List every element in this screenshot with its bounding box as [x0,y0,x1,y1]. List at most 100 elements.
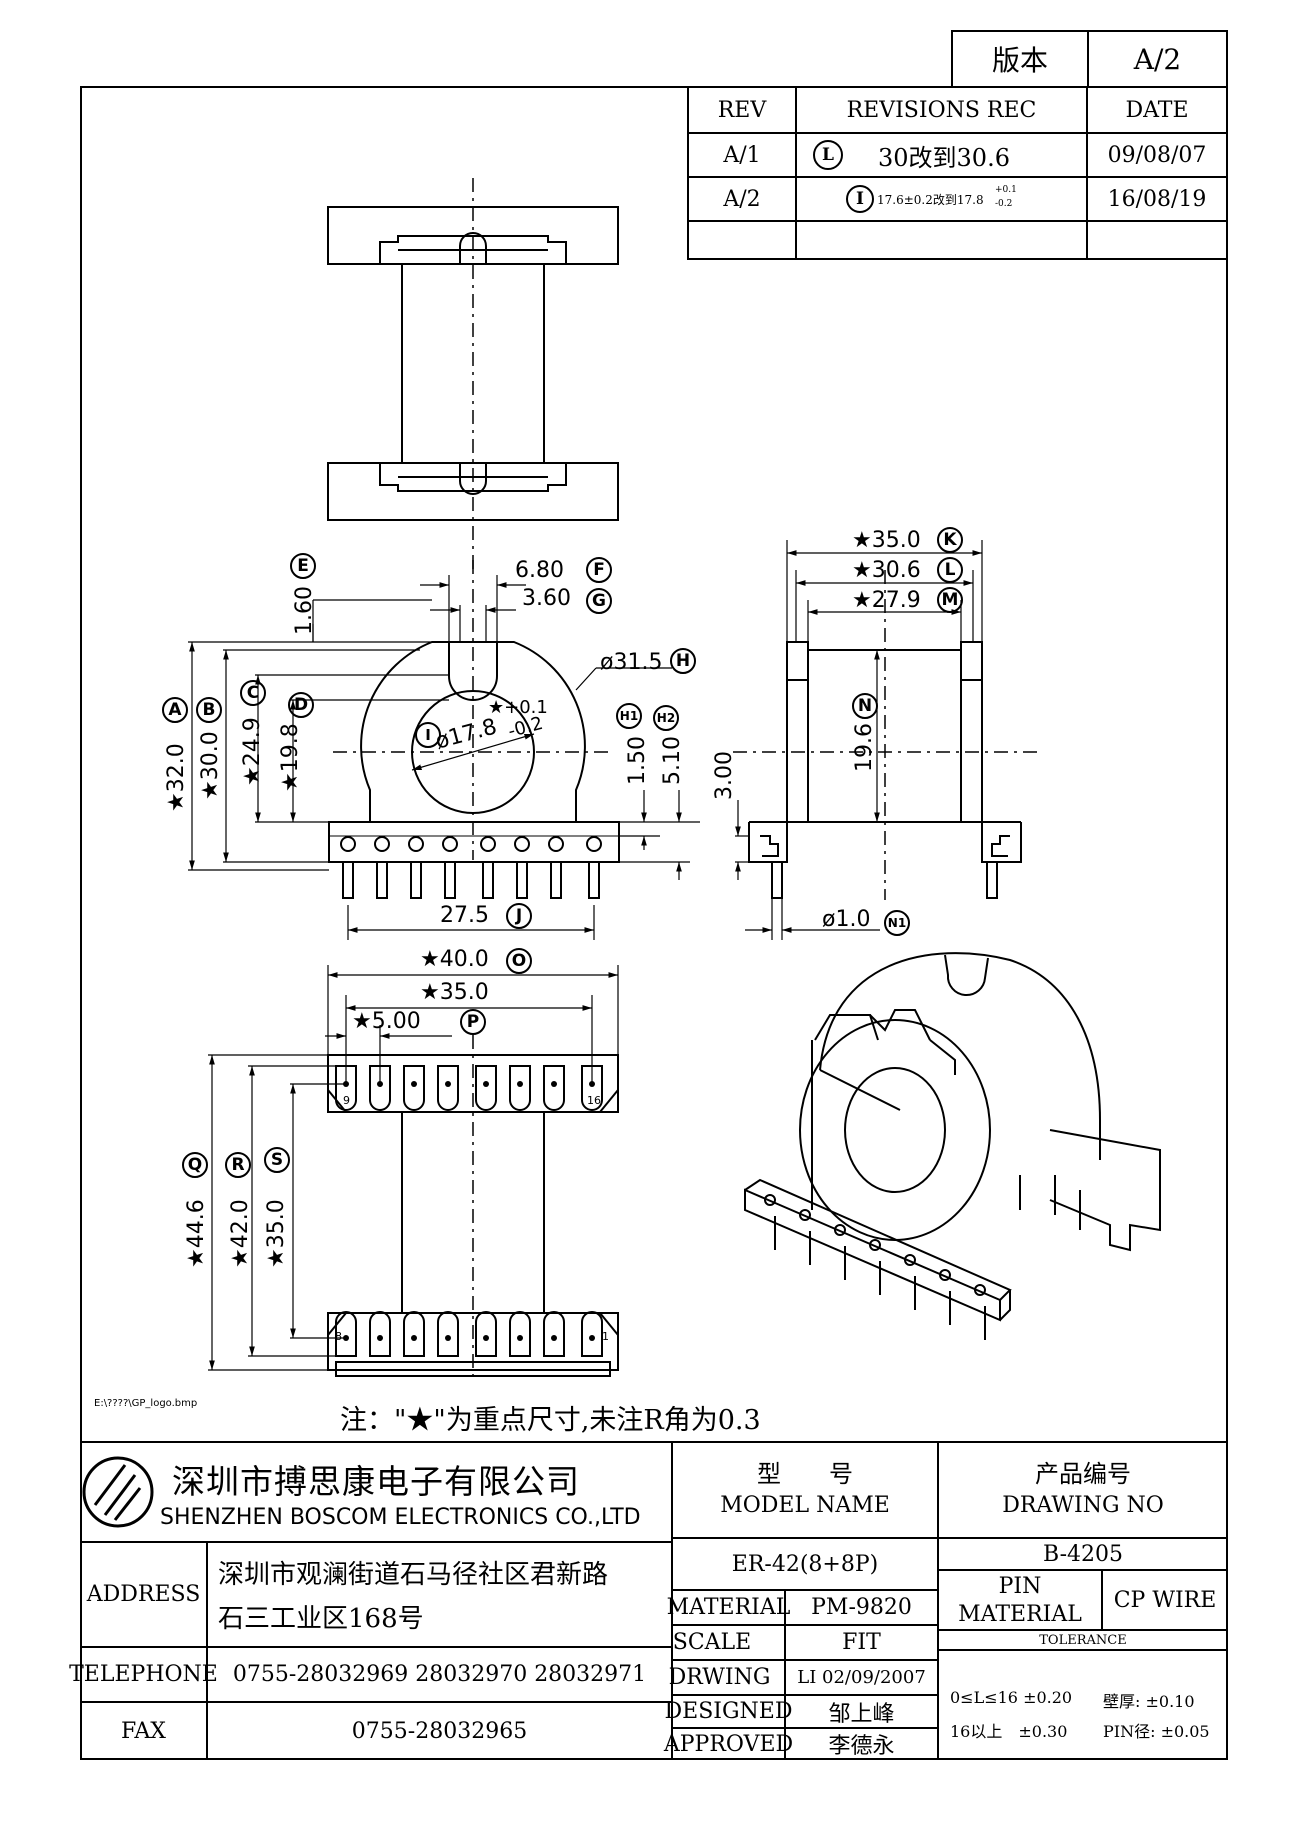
dim-H: ø31.5 [600,650,663,675]
revisions-table: REV REVISIONS REC DATE A/1 L 30改到30.6 09… [687,86,1228,260]
pin-material-label-1: PIN [998,1573,1042,1599]
pin-material-value: CP WIRE [1113,1587,1217,1613]
marker-S: S [264,1147,290,1173]
designed-value: 邹上峰 [828,1701,895,1727]
date-header: DATE [1125,97,1189,123]
pin-number-9: 9 [343,1094,350,1107]
drawing-frame [80,86,1228,1760]
dim-N: 19.6 [852,723,877,772]
rev-header: REV [717,97,767,123]
marker-M: M [937,587,963,613]
marker-I: I [415,722,441,748]
marker-C: C [240,680,266,706]
dim-O2: ★35.0 [420,980,489,1005]
front-dimensions [188,575,700,940]
dim-N1: ø1.0 [822,907,871,932]
side-view [733,570,1040,900]
dim-H1: 1.50 [625,736,650,785]
address-line2: 石三工业区168号 [218,1604,424,1634]
model-label-en: MODEL NAME [720,1492,890,1518]
marker-O: O [506,948,532,974]
dim-S: ★35.0 [264,1199,289,1268]
marker-R: R [225,1152,251,1178]
drwing-label: DRWING [668,1665,771,1690]
rev-2: A/2 [723,186,761,212]
dim-G: 3.60 [522,586,571,611]
dim-H2: 5.10 [660,736,685,785]
marker-K: K [937,527,963,553]
marker-F: F [586,557,612,583]
material-value: PM-9820 [811,1595,912,1620]
tolerance-label: TOLERANCE [1039,1632,1127,1648]
marker-P: P [460,1009,486,1035]
pin-number-16: 16 [587,1094,601,1107]
rev-1-date: 09/08/07 [1107,142,1207,168]
marker-G: G [586,588,612,614]
marker-H1: H1 [616,703,642,729]
dim-O: ★40.0 [420,947,489,972]
scale-label: SCALE [672,1630,752,1655]
approved-label: APPROVED [663,1731,794,1757]
version-label: 版本 [953,32,1089,86]
version-value: A/2 [1133,42,1182,76]
telephone-label: TELEPHONE [69,1662,218,1687]
dim-R: ★42.0 [228,1199,253,1268]
side-dimensions [735,540,983,940]
rev-2-date: 16/08/19 [1107,186,1207,212]
drawing-note: 注："★"为重点尺寸,未注R角为0.3 [340,1405,761,1436]
address-label: ADDRESS [86,1582,201,1607]
scale-value: FIT [842,1630,881,1655]
bottom-view-pin-dots [343,1081,595,1341]
rev-1-rec: 30改到30.6 [878,143,1010,172]
tolerance-row2a: 16以上 ±0.30 [950,1722,1068,1741]
dim-L: ★30.6 [852,558,921,583]
marker-E: E [290,553,316,579]
marker-H2: H2 [653,705,679,731]
pin-number-8: 8 [335,1330,342,1343]
front-view [328,560,620,863]
rev-2-tol-up: +0.1 [995,185,1017,195]
top-view [327,178,619,570]
marker-H: H [670,648,696,674]
designed-label: DESIGNED [664,1699,793,1724]
drawing-value: B-4205 [1043,1541,1123,1567]
dim-Q: ★44.6 [184,1199,209,1268]
dim-A: ★32.0 [164,743,189,812]
bottom-view-pads [327,1065,619,1357]
marker-L: L [937,557,963,583]
drwing-value: LI 02/09/2007 [797,1667,926,1688]
title-block-lines [80,1441,1228,1760]
tolerance-row1b: 壁厚: ±0.10 [1103,1692,1195,1711]
rev-1: A/1 [723,142,761,168]
dim-P: ★5.00 [352,1009,421,1034]
marker-N: N [852,693,878,719]
rec-header: REVISIONS REC [846,97,1037,123]
rev-1-marker: L [813,140,843,170]
material-label: MATERIAL [666,1595,791,1620]
company-name-cn: 深圳市搏思康电子有限公司 [172,1462,580,1501]
dim-side-h: 3.00 [712,751,737,800]
marker-J: J [506,903,532,929]
rev-2-marker: I [846,185,874,213]
fax-value: 0755-28032965 [351,1718,528,1744]
drawing-label-en: DRAWING NO [1002,1492,1164,1518]
marker-N1: N1 [884,910,910,936]
company-name-en: SHENZHEN BOSCOM ELECTRONICS CO.,LTD [160,1505,641,1530]
drawing-label-cn: 产品编号 [1035,1459,1131,1488]
tolerance-row2b: PIN径: ±0.05 [1103,1722,1210,1741]
isometric-view [744,952,1161,1340]
dim-B: ★30.0 [198,731,223,800]
approved-value: 李德永 [828,1734,895,1759]
dim-K: ★35.0 [852,528,921,553]
front-view-pins [340,836,602,899]
dim-F: 6.80 [515,558,564,583]
marker-D: D [288,692,314,718]
dim-I-tol-up: ★+0.1 [488,697,548,718]
marker-A: A [162,697,188,723]
dim-C: ★24.9 [240,717,265,786]
marker-B: B [196,697,222,723]
model-label-cn: 型 号 [757,1459,853,1488]
bottom-view [327,1035,619,1380]
rev-2-rec: 17.6±0.2改到17.8 [877,193,984,207]
